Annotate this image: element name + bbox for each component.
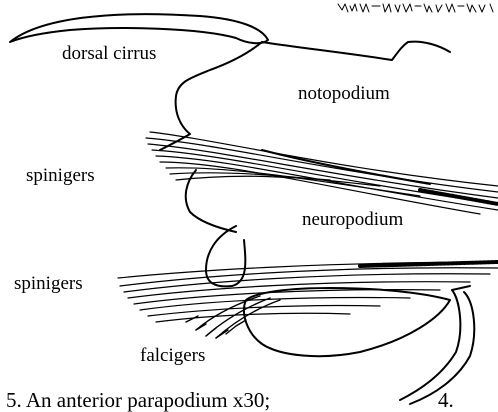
figure-caption: 5. An anterior parapodium x30; <box>6 390 270 411</box>
dorsal-cirrus-shape <box>10 14 268 43</box>
neuropodium-outline <box>186 170 236 232</box>
label-spinigers-upper: spinigers <box>26 166 95 185</box>
label-neuropodium: neuropodium <box>302 210 403 229</box>
label-notopodium: notopodium <box>298 84 390 103</box>
neuropodium-lobe <box>206 226 245 286</box>
notopodium-outline <box>160 42 262 150</box>
label-falcigers: falcigers <box>140 346 205 365</box>
upper-spinigers-bundle <box>146 132 498 214</box>
lower-aciculum-stipple <box>360 262 498 266</box>
notopodium-upper-edge <box>262 42 450 60</box>
label-dorsal-cirrus: dorsal cirrus <box>62 44 156 63</box>
label-spinigers-lower: spinigers <box>14 274 83 293</box>
ventral-cirrus <box>400 286 474 404</box>
ventral-lobe <box>244 288 450 356</box>
scribble-text-fragment <box>338 4 493 12</box>
figure-caption-right: 4. <box>438 390 454 411</box>
